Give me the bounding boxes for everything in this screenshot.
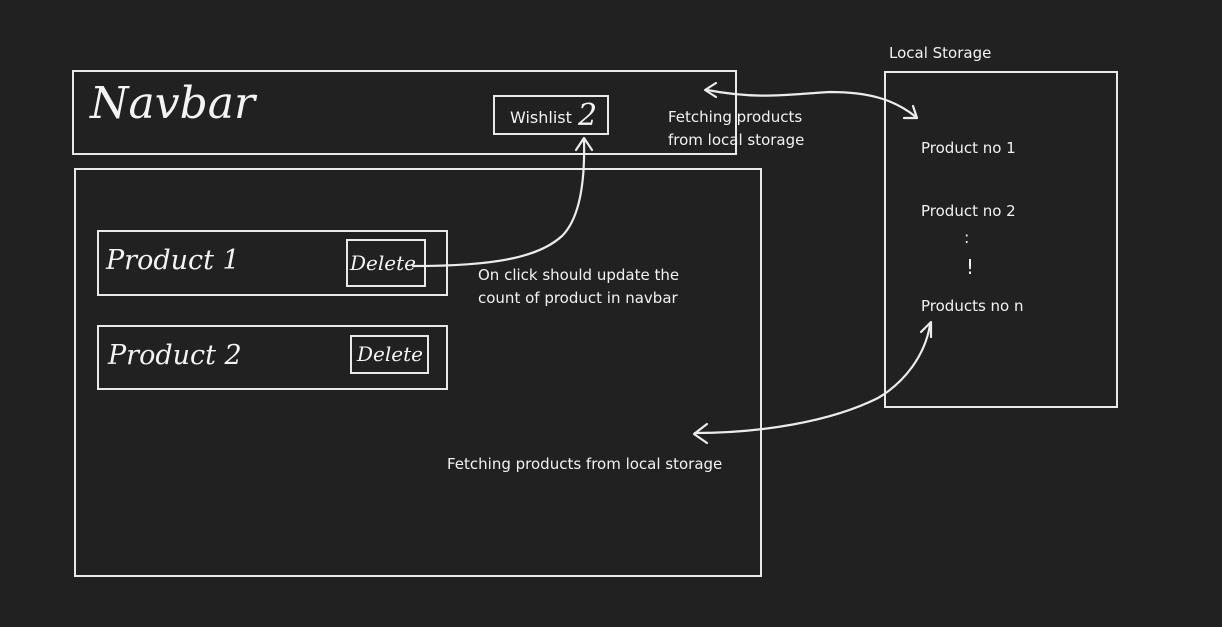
arrow-main-storage — [693, 323, 932, 435]
product-card-2 — [97, 325, 448, 390]
arrow-navbar-storage — [705, 88, 918, 119]
annotation-fetch-top-line-2: from local storage — [668, 131, 805, 149]
annotation-fetch-bottom: Fetching products from local storage — [447, 455, 723, 473]
annotation-fetch-top-line-1: Fetching products — [668, 108, 803, 126]
product-2-label: Product 2 — [108, 340, 242, 371]
arrow-navbar-storage-head-left — [703, 81, 718, 99]
wishlist-count: 2 — [578, 98, 598, 133]
arrow-main-storage-head-right — [919, 320, 933, 339]
delete-button-1[interactable] — [346, 239, 426, 287]
storage-item-n: Products no n — [921, 297, 1024, 315]
storage-ellipsis-2: ! — [966, 255, 975, 279]
annotation-on-click: On click should update the count of prod… — [478, 264, 679, 310]
annotation-on-click-line-2: count of product in navbar — [478, 289, 678, 307]
wishlist-button[interactable] — [493, 95, 609, 135]
delete-1-label: Delete — [350, 251, 416, 275]
delete-2-label: Delete — [357, 342, 423, 366]
local-storage-box — [884, 71, 1118, 408]
arrow-main-storage-head-left — [692, 422, 709, 445]
delete-button-2[interactable] — [350, 335, 429, 374]
product-1-label: Product 1 — [106, 245, 240, 276]
arrow-navbar-storage-head-right — [902, 104, 919, 120]
arrow-delete-to-wishlist — [411, 138, 586, 268]
local-storage-title: Local Storage — [889, 44, 992, 62]
navbar-title: Navbar — [90, 78, 256, 129]
storage-ellipsis-1: : — [964, 228, 970, 247]
annotation-on-click-line-1: On click should update the — [478, 266, 680, 284]
main-content-box — [74, 168, 762, 577]
navbar-box — [72, 70, 737, 155]
arrow-delete-to-wishlist-head — [574, 136, 594, 152]
annotation-fetch-top: Fetching products from local storage — [668, 106, 804, 152]
storage-item-2: Product no 2 — [921, 202, 1016, 220]
product-card-1 — [97, 230, 448, 296]
wishlist-label: Wishlist — [510, 108, 572, 127]
storage-item-1: Product no 1 — [921, 139, 1016, 157]
